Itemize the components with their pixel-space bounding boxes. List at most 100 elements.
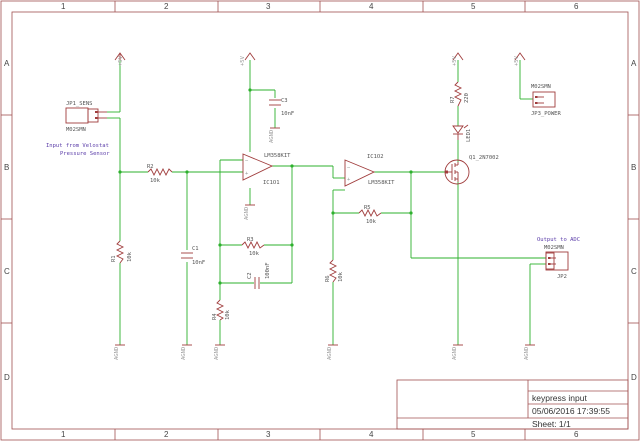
r3-value: 10k	[249, 251, 260, 257]
row-label: D	[631, 373, 637, 382]
capacitor-c2: C2 100nF	[247, 262, 271, 289]
vcc-label: +5V	[514, 55, 520, 66]
col-label: 6	[574, 430, 579, 439]
vcc-symbols: +5V +5V +5V +5V	[114, 52, 526, 66]
vcc-arrow-icon	[452, 52, 464, 61]
resistor-r2: R2 10k	[147, 164, 173, 184]
opamp-ic1o1: − + LM358KIT IC1O1	[242, 153, 291, 186]
c1-name: C1	[192, 246, 199, 252]
row-labels-left: A B C D	[4, 59, 10, 382]
row-labels-right: A B C D	[631, 59, 637, 382]
input-note-line2: Pressure Sensor	[60, 151, 110, 157]
row-label: B	[631, 163, 636, 172]
col-label: 3	[266, 2, 271, 11]
jp2-value: M02SMN	[544, 245, 564, 251]
vcc-arrow-icon	[114, 52, 126, 61]
resistor-r6: R6 10k	[325, 259, 344, 283]
q1-name: Q1_2N7002	[469, 155, 499, 161]
capacitor-c3: C3 10nF	[269, 98, 294, 117]
svg-text:+: +	[245, 171, 249, 177]
ground-symbols: AGND AGND AGND AGND AGND AGND AGND AGND	[114, 127, 535, 360]
connector-jp2: M02SMN JP2	[544, 245, 569, 280]
wires	[107, 60, 546, 345]
r4-name: R4	[212, 313, 218, 320]
jp3-name: JP3_POWER	[531, 111, 561, 117]
r2-name: R2	[147, 164, 154, 170]
ground-label: AGND	[452, 347, 458, 360]
row-label: B	[4, 163, 9, 172]
r1-value: 10k	[127, 251, 133, 262]
drawing-timestamp: 05/06/2016 17:39:55	[532, 406, 610, 416]
c2-name: C2	[247, 272, 253, 279]
vcc-label: +5V	[118, 55, 124, 66]
col-label: 1	[61, 430, 66, 439]
resistor-r5: R5 10k	[358, 205, 382, 225]
row-label: A	[631, 59, 637, 68]
vcc-label: +5V	[240, 55, 246, 66]
r6-name: R6	[325, 275, 331, 282]
ground-label: AGND	[214, 347, 220, 360]
col-label: 6	[574, 2, 579, 11]
junction-dots	[118, 88, 413, 285]
resistor-r7: R7 220	[450, 81, 470, 107]
col-label: 5	[471, 430, 476, 439]
led-name: LED1	[466, 129, 472, 142]
r5-value: 10k	[366, 219, 377, 225]
connector-jp3: M02SMN JP3_POWER	[531, 84, 561, 117]
column-labels-bottom: 1 2 3 4 5 6	[61, 430, 579, 439]
col-label: 1	[61, 2, 66, 11]
sheet-number: Sheet: 1/1	[532, 419, 571, 429]
col-label: 4	[369, 2, 374, 11]
connector-jp1: JP1_SENS M02SMN	[65, 101, 107, 133]
jp2-name: JP2	[557, 274, 567, 280]
col-label: 2	[164, 2, 169, 11]
r4-value: 10k	[225, 309, 231, 320]
ground-label: AGND	[181, 347, 187, 360]
ground-label: AGND	[524, 347, 530, 360]
ic1a-name: IC1O1	[263, 180, 280, 186]
opamp-ic1o2: − + IC1O2 LM358KIT	[344, 154, 395, 187]
c2-value: 100nF	[265, 262, 271, 279]
input-note-line1: Input from Velostat	[46, 143, 109, 149]
r6-value: 10k	[338, 271, 344, 282]
col-label: 2	[164, 430, 169, 439]
jp3-value: M02SMN	[531, 84, 551, 90]
vcc-arrow-icon	[244, 52, 256, 61]
resistor-r4: R4 10k	[212, 299, 231, 321]
r1-name: R1	[111, 255, 117, 262]
resistor-r1: R1 10k	[111, 240, 133, 264]
svg-text:−: −	[245, 158, 249, 164]
c1-value: 10nF	[192, 260, 205, 266]
ground-label: AGND	[114, 347, 120, 360]
svg-text:+: +	[347, 177, 351, 183]
ground-label: AGND	[269, 130, 275, 143]
r3-name: R3	[247, 237, 254, 243]
row-label: A	[4, 59, 10, 68]
col-label: 4	[369, 430, 374, 439]
vcc-arrow-icon	[514, 52, 526, 61]
ground-label: AGND	[244, 207, 250, 220]
output-note: Output to ADC	[537, 237, 580, 243]
r5-name: R5	[364, 205, 371, 211]
ic1a-value: LM358KIT	[264, 153, 291, 159]
r7-name: R7	[450, 96, 456, 103]
r2-value: 10k	[150, 178, 161, 184]
r7-value: 220	[464, 93, 470, 103]
drawing-frame	[11, 11, 629, 430]
mosfet-q1: Q1_2N7002	[444, 155, 499, 185]
ic1b-value: LM358KIT	[368, 180, 395, 186]
row-label: C	[631, 267, 637, 276]
capacitor-c1: C1 10nF	[181, 246, 205, 266]
col-label: 5	[471, 2, 476, 11]
row-label: D	[4, 373, 10, 382]
title-block: keypress input 05/06/2016 17:39:55 Sheet…	[396, 379, 629, 430]
row-label: C	[4, 267, 10, 276]
ground-label: AGND	[327, 347, 333, 360]
jp1-value: M02SMN	[66, 127, 86, 133]
resistor-r3: R3 10k	[241, 237, 265, 257]
drawing-title: keypress input	[532, 393, 587, 403]
col-label: 3	[266, 430, 271, 439]
